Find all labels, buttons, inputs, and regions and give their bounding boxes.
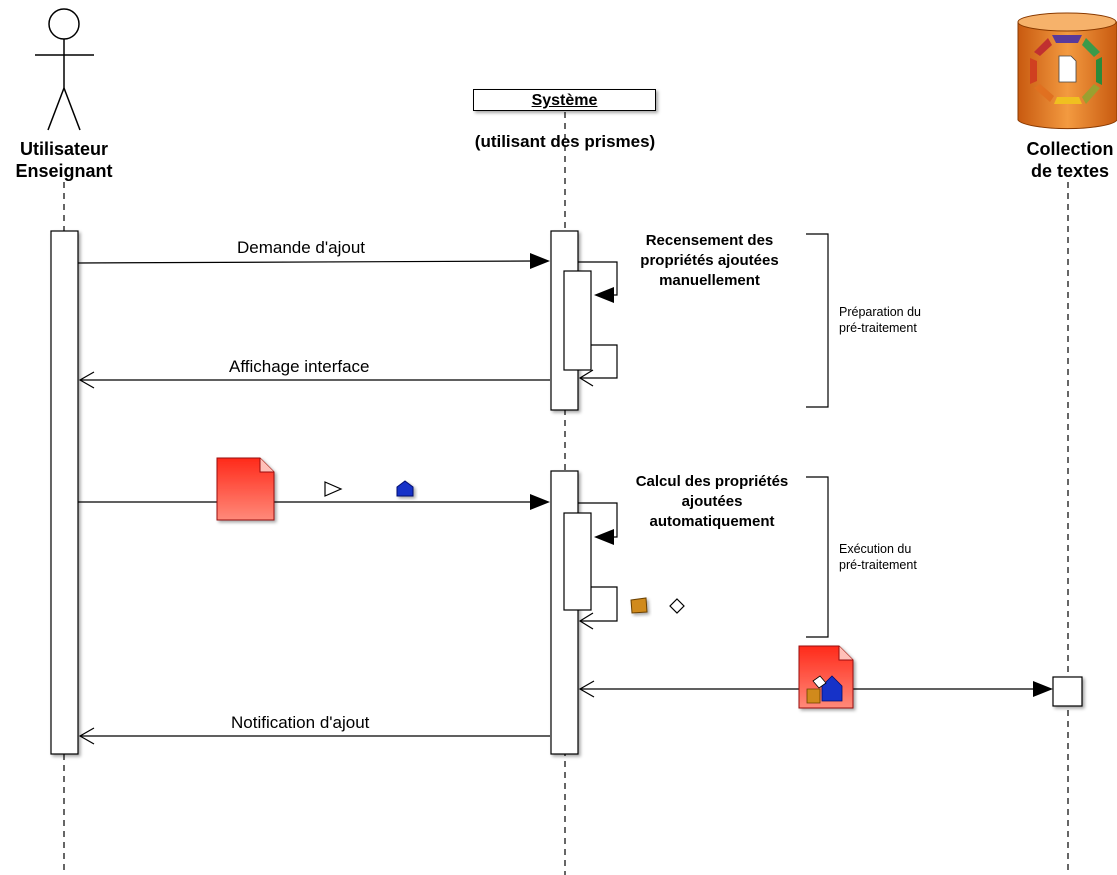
enriched-document-icon <box>798 645 854 709</box>
message-notification-label: Notification d'ajout <box>231 713 370 732</box>
prism-wheel-icon <box>1030 35 1102 104</box>
database-icon <box>1017 12 1117 130</box>
phase-execution-line1: Exécution du <box>839 542 912 556</box>
actor-user-line2: Enseignant <box>15 161 113 181</box>
bracket-execution <box>806 476 829 638</box>
phase-execution: Exécution du pré-traitement <box>839 541 917 573</box>
diamond-icon <box>669 598 685 614</box>
triangle-icon <box>324 481 343 497</box>
bracket-preparation <box>806 233 829 408</box>
document-icon <box>216 457 275 521</box>
activation-user <box>50 230 79 755</box>
phase-preparation-line2: pré-traitement <box>839 321 917 335</box>
phase-execution-line2: pré-traitement <box>839 558 917 572</box>
self-call-calcul-arrows <box>578 502 618 630</box>
phase-preparation-line1: Préparation du <box>839 305 922 319</box>
note-calcul-line1: Calcul des propriétés <box>635 473 789 490</box>
message-document-arrow <box>78 494 550 510</box>
house-icon <box>396 480 414 497</box>
actor-collection-line2: de textes <box>1030 161 1110 181</box>
folder-icon <box>630 597 648 614</box>
note-calcul-line3: automatiquement <box>649 513 775 530</box>
note-recensement-line1: Recensement des <box>645 232 774 249</box>
message-demande-arrow <box>77 253 550 269</box>
note-calcul: Calcul des propriétés ajoutées automatiq… <box>612 472 812 532</box>
actor-collection-label: Collection de textes <box>1010 138 1117 182</box>
actor-system-subtitle: (utilisant des prismes) <box>474 132 656 151</box>
actor-collection-line1: Collection <box>1026 139 1114 159</box>
note-recensement-line2: propriétés ajoutées <box>640 252 779 269</box>
actor-user-label: Utilisateur Enseignant <box>4 138 124 182</box>
stick-figure-icon <box>35 8 94 131</box>
activation-system-2 <box>550 470 592 755</box>
note-recensement: Recensement des propriétés ajoutées manu… <box>617 231 802 291</box>
message-demande-label: Demande d'ajout <box>237 238 365 257</box>
phase-preparation: Préparation du pré-traitement <box>839 304 921 336</box>
message-affichage-label: Affichage interface <box>229 357 370 376</box>
message-affichage-arrow <box>78 371 550 389</box>
activation-collection <box>1052 676 1083 707</box>
activation-system-1 <box>550 230 592 411</box>
note-calcul-line2: ajoutées <box>681 493 743 510</box>
actor-user-line1: Utilisateur <box>19 139 109 159</box>
note-recensement-line3: manuellement <box>659 272 760 289</box>
self-call-recensement-arrows <box>578 261 618 387</box>
actor-system-box: Système <box>473 89 656 111</box>
message-notification-arrow <box>78 727 550 745</box>
